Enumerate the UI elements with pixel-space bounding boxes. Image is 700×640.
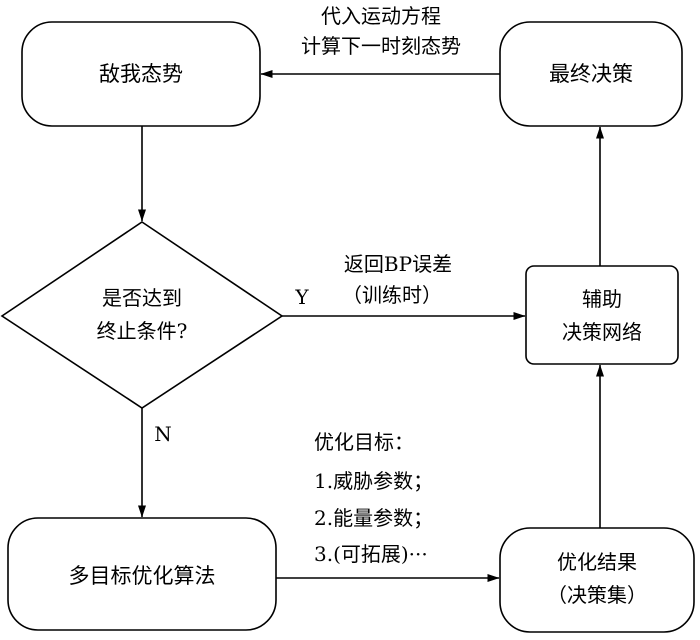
- node-moo-algorithm-label: 多目标优化算法: [69, 564, 216, 588]
- node-moo-algorithm: 多目标优化算法: [7, 517, 277, 631]
- node-situation-label: 敌我态势: [99, 62, 183, 86]
- objectives-item-1: 1.威胁参数；: [314, 469, 433, 493]
- node-optimization-result-line1: 优化结果: [557, 550, 637, 574]
- node-termination-check-line1: 是否达到: [102, 286, 182, 310]
- edge-label-yes: Y: [294, 285, 309, 309]
- node-termination-check-line2: 终止条件?: [97, 319, 188, 343]
- edge-label-bp-line1: 返回BP误差: [344, 252, 452, 276]
- edge-label-top-line1: 代入运动方程: [321, 4, 441, 28]
- node-optimization-result-line2: （决策集）: [547, 583, 647, 607]
- edge-label-no: N: [154, 422, 172, 446]
- node-aux-network-line1: 辅助: [582, 287, 622, 311]
- node-final-decision: 最终决策: [499, 21, 683, 127]
- node-aux-network: 辅助 决策网络: [525, 265, 679, 365]
- objectives-item-2: 2.能量参数；: [314, 506, 433, 530]
- node-situation: 敌我态势: [21, 21, 261, 127]
- node-optimization-result: 优化结果 （决策集）: [499, 527, 695, 633]
- node-final-decision-label: 最终决策: [549, 62, 633, 86]
- objectives-title: 优化目标：: [314, 430, 414, 454]
- edge-label-top-line2: 计算下一时刻态势: [301, 34, 461, 58]
- node-termination-check: 是否达到 终止条件?: [0, 221, 284, 409]
- edge-label-bp-line2: （训练时）: [342, 283, 442, 307]
- node-aux-network-line2: 决策网络: [562, 320, 642, 344]
- objectives-item-3: 3.(可拓展)···: [314, 542, 428, 566]
